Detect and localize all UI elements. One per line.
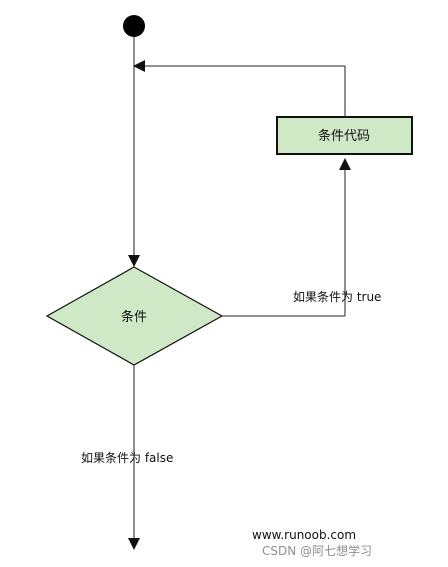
watermark-label: CSDN @阿七想学习: [262, 543, 372, 558]
start-node: [123, 15, 145, 37]
process-label: 条件代码: [318, 128, 370, 144]
arrowhead-to-decision: [128, 255, 140, 267]
arrowhead-to-process: [339, 158, 351, 170]
decision-label: 条件: [121, 309, 147, 325]
true-branch-label: 如果条件为 true: [293, 289, 381, 304]
arrowhead-exit: [128, 538, 140, 550]
arrowhead-loop-back: [133, 60, 145, 72]
process-box: [276, 116, 413, 155]
false-branch-label: 如果条件为 false: [81, 450, 173, 465]
website-label: www.runoob.com: [252, 528, 356, 542]
